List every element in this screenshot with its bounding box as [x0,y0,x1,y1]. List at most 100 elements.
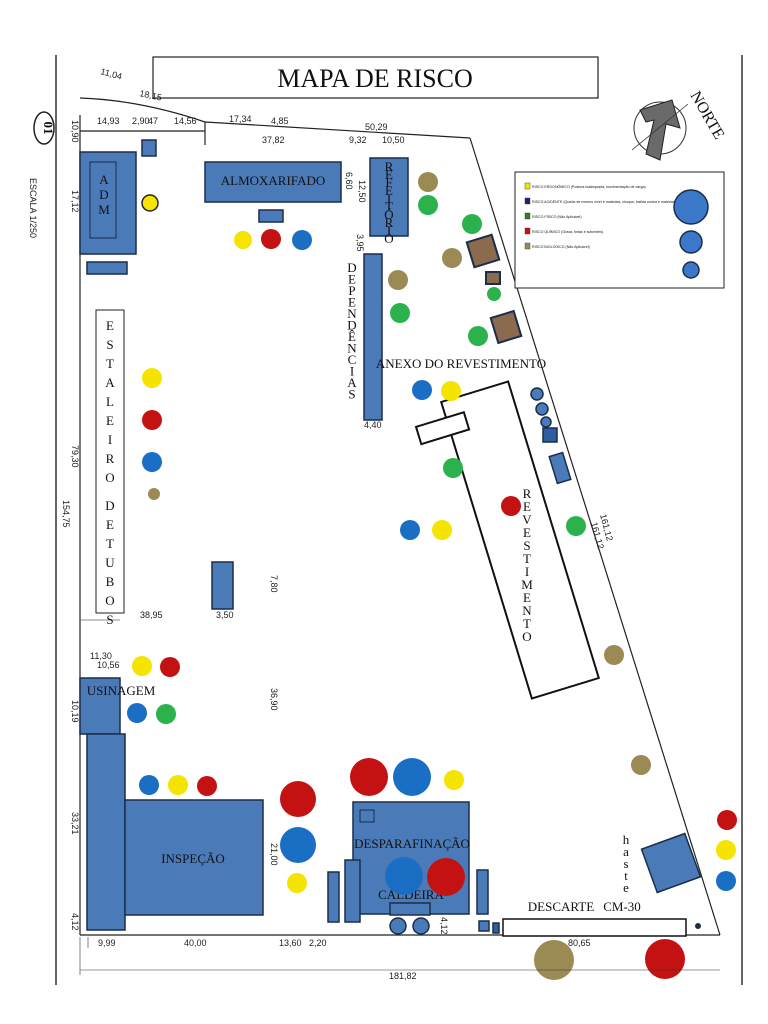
dim-label: 17,12 [70,190,80,213]
small-block-top [141,139,157,157]
risk-circle-physical [487,287,501,301]
dim-label: 47 [148,116,158,126]
dependencias-block [363,253,383,421]
dim-label: 11,04 [99,66,123,81]
risk-circle-ergonomic [168,775,188,795]
equip-circle-1 [530,387,544,401]
risk-circle-physical [156,704,176,724]
risk-circle-ergonomic [287,873,307,893]
risk-circle-physical [462,214,482,234]
title-box [152,56,599,99]
risk-circle-chemical [280,781,316,817]
risk-circle-accident [292,230,312,250]
page-title: MAPA DE RISCO [277,64,473,93]
risk-circle-biological [631,755,651,775]
risk-circle-biological [418,172,438,192]
risk-circle-chemical [261,229,281,249]
risk-circle-accident [716,871,736,891]
risk-circle-accident [412,380,432,400]
cm30-label: CM-30 [603,899,641,914]
usinagem-block [79,677,121,735]
equip-square [542,427,558,443]
dim-label: 79,30 [70,445,80,468]
equip-rect [548,451,572,485]
legend-item-4: RISCO QUÍMICO (Graxa, tintas e solventes… [532,230,603,234]
dim-label: 37,82 [262,135,285,145]
legend-item-1: RISCO ERGONÔMICO (Postura inadequada, mo… [532,184,646,189]
almoxarifado-block [204,161,342,203]
legend-swatch-biological [524,242,531,250]
descarte-box [502,918,687,937]
scale-marker: 01 ESCALA 1/250 [28,111,56,238]
dim-label: 18,15 [139,88,163,102]
small-post-bottom [492,922,500,934]
legend-item-5: RISCO BIOLÓGICO (Não Aplicável) [532,244,590,249]
risk-circle-biological [604,645,624,665]
inspecao-side-block [86,733,126,931]
risk-circle-accident [127,703,147,723]
dim-label: 9,99 [98,938,116,948]
dim-label: 36,90 [269,688,279,711]
equip-circle-2 [535,402,549,416]
risk-circle-physical [443,458,463,478]
risk-circle-accident [139,775,159,795]
caldeira-side-2 [344,859,361,923]
caldeira-side-1 [327,871,340,923]
revestimento-box [439,380,601,700]
dim-label: 4,40 [364,420,382,430]
legend-swatch-physical [524,212,531,220]
risk-circle-accident [142,452,162,472]
refeitorio-block [369,157,409,237]
dim-label: 40,00 [184,938,207,948]
legend-swatch-ergonomic [524,182,531,190]
risk-circle-ergonomic [132,656,152,676]
adm-inner [89,161,117,239]
dim-label: 4,12 [70,913,80,931]
dim-label: 10,90 [70,120,80,143]
dim-label: 13,60 [279,938,302,948]
risk-circle-accident [400,520,420,540]
dim-label: 6,60 [344,172,354,190]
scale-number: 01 [41,122,56,135]
legend-item-2: RISCO ACIDENTE (Queda de mesmo nível e m… [532,200,705,204]
risk-circle-chemical [645,939,685,979]
dim-label: 11,30 [90,651,112,661]
risk-circle-ergonomic [432,520,452,540]
caldeira-wheel-1 [389,917,407,935]
legend-size-medium [679,230,703,254]
inspecao-block [124,799,264,916]
risk-circle-chemical [350,758,388,796]
legend-size-small [682,261,700,279]
dim-label: 12,50 [357,180,367,203]
risk-circle-ergonomic [142,368,162,388]
anexo-arm [414,411,471,446]
dim-label: 33,21 [70,812,80,835]
risk-circle-ergonomic [141,194,159,212]
dim-label: 9,32 [349,135,367,145]
legend-swatch-accident [524,197,531,205]
tank-3 [489,309,523,345]
anexo-label: ANEXO DO REVESTIMENTO [376,356,546,371]
dim-label: 154,75 [61,500,71,528]
risk-circle-physical [390,303,410,323]
dim-label: 7,80 [269,575,279,593]
risk-circle-ergonomic [234,231,252,249]
north-label: NORTE [687,89,728,143]
dim-label: 21,00 [269,843,279,866]
adm-annex-block [86,261,128,275]
estaleiro-box [95,309,125,614]
caldeira-side-3 [476,869,489,915]
risk-circle-physical [566,516,586,536]
tank-2 [485,271,501,285]
dim-label: 14,56 [174,116,197,126]
dim-label: 4,85 [271,116,289,126]
dim-label: 17,34 [229,114,252,124]
small-square-bottom [478,920,490,932]
inspecao-label: INSPEÇÃO [161,851,225,866]
dim-label: 14,93 [97,116,120,126]
